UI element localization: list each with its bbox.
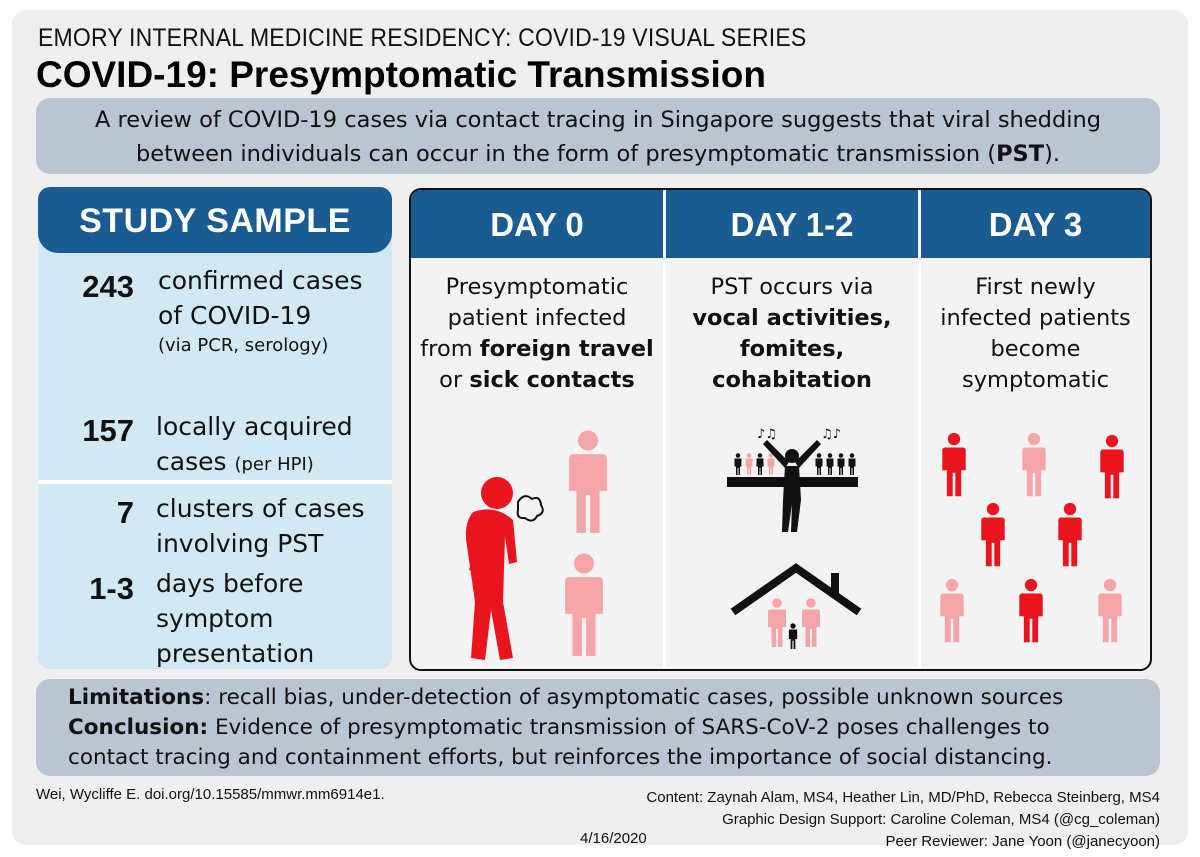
stat-line: cases (per HPI) (156, 444, 353, 482)
limitations-label: Limitations (68, 685, 205, 710)
stat-line: presentation (156, 639, 315, 668)
credits: Content: Zaynah Alam, MS4, Heather Lin, … (646, 787, 1160, 853)
day-0-line: from foreign travel (411, 334, 663, 365)
day-0-description: Presymptomatic patient infected from for… (411, 272, 663, 396)
stat-description: locally acquired cases (per HPI) (156, 409, 353, 482)
newly-infected-people-icons (940, 432, 1124, 643)
study-sample-panel: STUDY SAMPLE 243 confirmed cases of COVI… (38, 187, 392, 669)
day-0-emphasis: foreign travel (479, 336, 654, 362)
day-1-2-header: DAY 1-2 (666, 190, 918, 258)
conclusion-label: Conclusion: (68, 715, 209, 740)
summary-line-1: A review of COVID-19 cases via contact t… (94, 107, 1102, 133)
day-3-header: DAY 3 (921, 190, 1150, 258)
day-1-2-emphasis: fomites, (739, 336, 845, 362)
stat-note: (via PCR, serology) (158, 335, 329, 356)
conclusion-text: Evidence of presymptomatic transmission … (208, 715, 1050, 740)
stat-line: of COVID-19 (158, 301, 312, 330)
stat-number: 157 (82, 413, 134, 448)
day-1-2-emphasis: vocal activities, (692, 305, 892, 331)
study-sample-heading: STUDY SAMPLE (38, 187, 392, 253)
conclusion-line-2: contact tracing and containment efforts,… (68, 745, 1053, 770)
stat-description: days before symptom presentation (156, 566, 314, 669)
summary-line-2: between individuals can occur in the for… (36, 137, 1160, 171)
summary-pst-abbrev: PST (996, 141, 1045, 167)
stat-line: clusters of cases (156, 494, 365, 523)
day-0-line: or sick contacts (411, 365, 663, 396)
stat-line: confirmed cases (158, 266, 363, 295)
publication-date: 4/16/2020 (580, 830, 647, 847)
stat-line: involving PST (156, 529, 324, 558)
credit-content: Content: Zaynah Alam, MS4, Heather Lin, … (646, 789, 1160, 806)
day-1-2-description: PST occurs via vocal activities, fomites… (666, 272, 918, 396)
day-0-header: DAY 0 (411, 190, 663, 258)
stat-line: days before (156, 569, 304, 598)
study-divider (38, 480, 392, 484)
limitations-line: Limitations: recall bias, under-detectio… (68, 683, 1160, 713)
stat-description: clusters of cases involving PST (156, 491, 365, 561)
day-3-line: First newly (975, 274, 1096, 300)
day-1-2-emphasis: cohabitation (712, 367, 872, 393)
svg-text:♫♪: ♫♪ (821, 427, 841, 442)
timeline-panel: DAY 0 DAY 1-2 DAY 3 Presymptomatic patie… (409, 188, 1152, 671)
conclusion-box: Limitations: recall bias, under-detectio… (36, 679, 1160, 776)
stat-line: locally acquired (156, 412, 353, 441)
day-0-line-text: from (420, 336, 480, 362)
summary-line-2-end: ). (1044, 141, 1061, 167)
day-1-2-line: PST occurs via (710, 274, 874, 300)
day-0-line: patient infected (447, 305, 627, 331)
exposed-person-icon (569, 430, 607, 533)
choir-conductor-icon: ♪♫ ♫♪ (727, 427, 858, 532)
credit-design: Graphic Design Support: Caroline Coleman… (722, 811, 1160, 828)
day-3-line: become (990, 336, 1081, 362)
day-0-line-text: or (439, 367, 470, 393)
stat-line: symptom (156, 604, 274, 633)
stat-number: 243 (82, 269, 134, 304)
stat-note: (per HPI) (234, 454, 314, 475)
household-icon (730, 563, 862, 649)
limitations-text: : recall bias, under-detection of asympt… (204, 685, 1064, 710)
svg-text:♪♫: ♪♫ (757, 427, 777, 442)
stat-description: confirmed cases of COVID-19 (via PCR, se… (158, 263, 363, 359)
series-title: EMORY INTERNAL MEDICINE RESIDENCY: COVID… (38, 24, 807, 52)
day-0-line: Presymptomatic (445, 274, 629, 300)
page-title: COVID-19: Presymptomatic Transmission (36, 54, 766, 95)
timeline-illustrations: ♪♫ ♫♪ (465, 427, 1124, 660)
conclusion-line: Conclusion: Evidence of presymptomatic t… (68, 713, 1160, 743)
stat-number: 1-3 (89, 571, 134, 606)
day-3-description: First newly infected patients become sym… (921, 272, 1150, 396)
credit-reviewer: Peer Reviewer: Jane Yoon (@janecyoon) (885, 833, 1160, 850)
day-3-line: symptomatic (962, 367, 1109, 393)
column-divider (918, 190, 921, 669)
citation: Wei, Wycliffe E. doi.org/10.15585/mmwr.m… (36, 786, 385, 803)
summary-box: A review of COVID-19 cases via contact t… (36, 98, 1160, 174)
day-0-emphasis: sick contacts (469, 367, 635, 393)
column-divider (663, 190, 666, 669)
stat-number: 7 (116, 495, 134, 530)
exposed-person-icon (565, 553, 603, 656)
summary-line-2-text: between individuals can occur in the for… (135, 141, 997, 167)
stat-line-text: cases (156, 447, 235, 476)
day-3-line: infected patients (940, 305, 1131, 331)
coughing-person-icon (465, 477, 544, 660)
